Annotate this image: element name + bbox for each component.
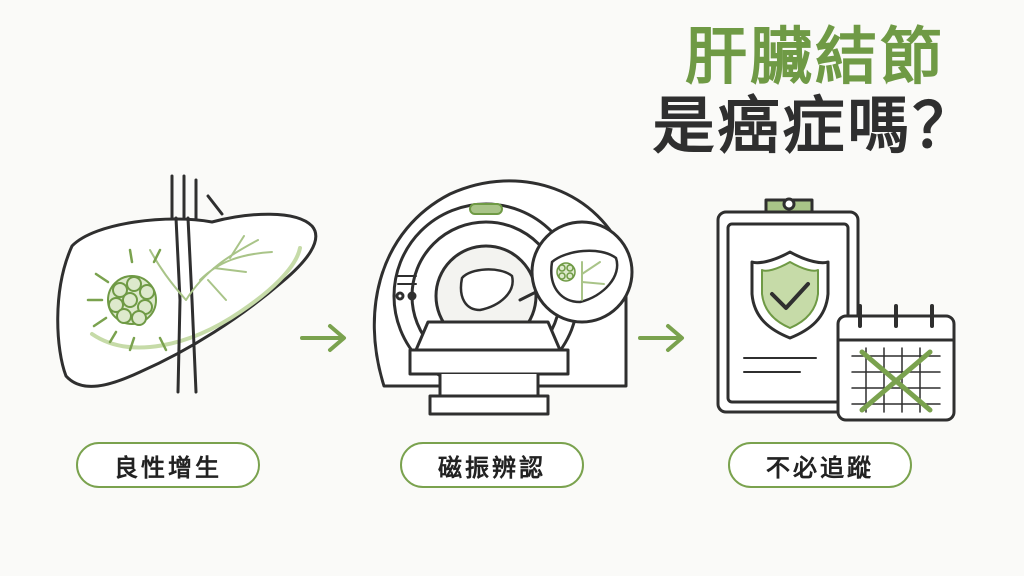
clipboard-shield-check-icon — [716, 197, 956, 422]
title: 肝臟結節 是癌症嗎？ — [630, 22, 1000, 161]
mri-scanner-icon — [372, 179, 634, 416]
step-label-benign: 良性增生 — [76, 442, 260, 488]
arrow-right-icon — [300, 324, 346, 352]
title-line-1: 肝臟結節 — [684, 20, 945, 93]
liver-nodule-icon — [56, 174, 318, 394]
arrow-right-icon — [638, 324, 684, 352]
title-line-2: 是癌症嗎？ — [652, 89, 978, 163]
step-label-no-followup: 不必追蹤 — [728, 442, 912, 488]
step-label-mri: 磁振辨認 — [400, 442, 584, 488]
